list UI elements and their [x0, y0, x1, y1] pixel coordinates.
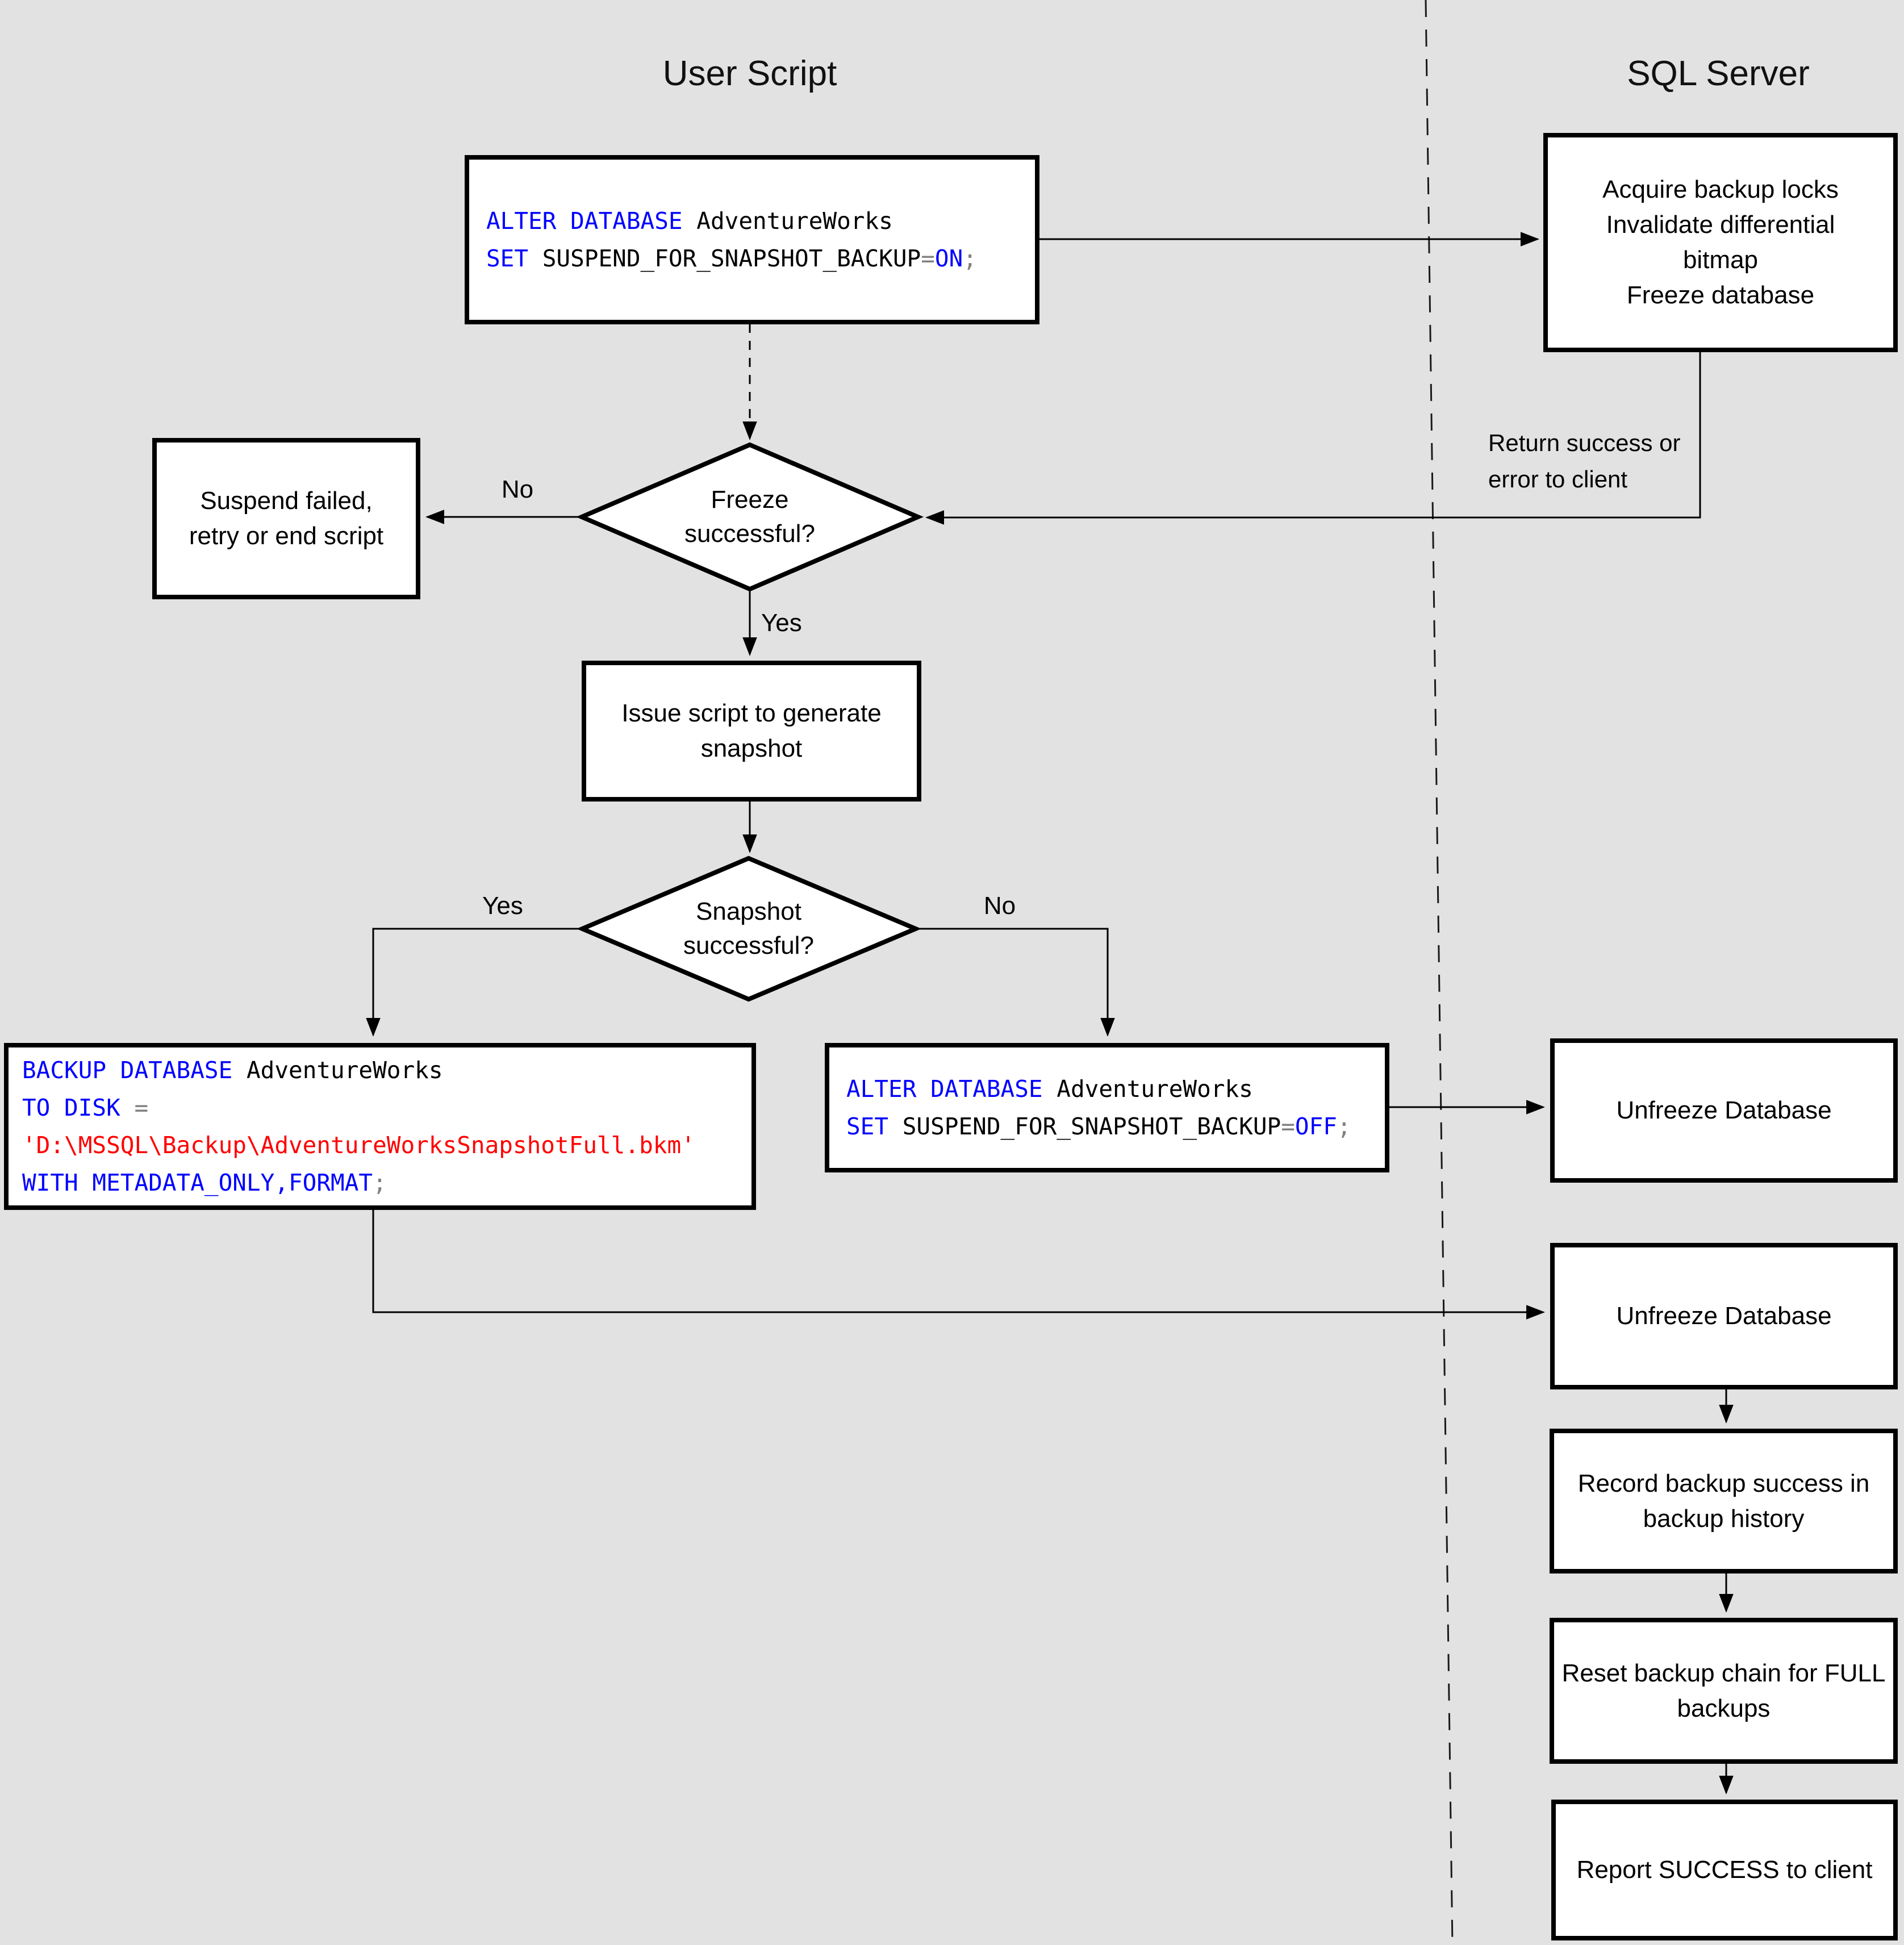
acquire-backup-locks-box: Acquire backup locks Invalidate differen…	[1543, 133, 1898, 352]
backup-database-box: BACKUP DATABASE AdventureWorks TO DISK = '…	[4, 1043, 756, 1210]
code-line: SET SUSPEND_FOR_SNAPSHOT_BACKUP=ON;	[486, 245, 977, 272]
connector-snapshot-yes-to-backup	[366, 928, 582, 1037]
connector-backup-to-unfreeze2	[372, 1209, 1545, 1320]
code-line: ALTER DATABASE AdventureWorks	[846, 1075, 1253, 1103]
code-line: 'D:\MSSQL\Backup\AdventureWorksSnapshotF…	[22, 1132, 695, 1159]
connector-snapshot-no-to-alteroff	[916, 928, 1115, 1037]
record-backup-history-box: Record backup success in backup history	[1550, 1429, 1898, 1573]
return-success-note: Return success or error to client	[1488, 429, 1681, 492]
connector-acquire-to-freeze-decision	[925, 351, 1701, 525]
snapshot-no-label: No	[983, 892, 1016, 920]
code-line: SET SUSPEND_FOR_SNAPSHOT_BACKUP=OFF;	[846, 1113, 1351, 1140]
suspend-failed-box: Suspend failed, retry or end script	[152, 438, 420, 599]
swimlane-divider-dashed-line	[1425, 0, 1454, 1945]
report-success-box: Report SUCCESS to client	[1551, 1800, 1898, 1940]
code-line: ALTER DATABASE AdventureWorks	[486, 207, 893, 235]
freeze-yes-label: Yes	[761, 609, 802, 637]
code-line: TO DISK =	[22, 1094, 149, 1121]
freeze-no-label: No	[501, 475, 534, 503]
code-line: WITH METADATA_ONLY,FORMAT;	[22, 1169, 387, 1196]
snapshot-yes-label: Yes	[482, 892, 523, 920]
reset-backup-chain-box: Reset backup chain for FULL backups	[1550, 1618, 1898, 1764]
sql-server-lane-title: SQL Server	[1627, 54, 1810, 93]
user-script-lane-title: User Script	[662, 54, 837, 93]
unfreeze-database-box-2: Unfreeze Database	[1550, 1243, 1898, 1389]
freeze-decision-diamond	[575, 442, 924, 592]
snapshot-decision-diamond	[576, 855, 922, 1002]
issue-script-box: Issue script to generate snapshot	[582, 661, 921, 802]
code-line: BACKUP DATABASE AdventureWorks	[22, 1057, 443, 1084]
unfreeze-database-box-1: Unfreeze Database	[1550, 1038, 1898, 1183]
